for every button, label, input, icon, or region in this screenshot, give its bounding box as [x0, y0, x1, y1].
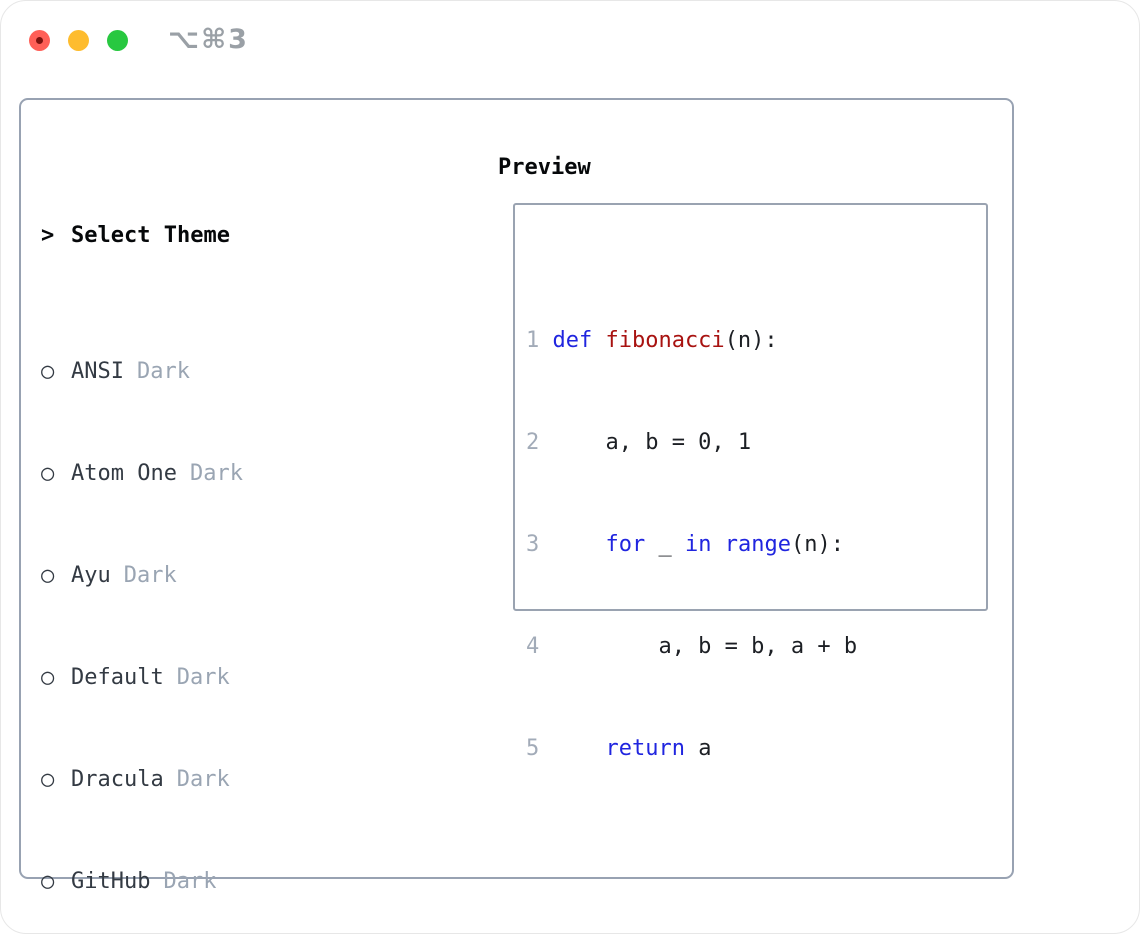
radio-unselected-icon: ○	[41, 767, 55, 792]
radio-unselected-icon: ○	[41, 563, 55, 588]
radio-unselected-icon: ○	[41, 869, 55, 894]
select-theme-title: Select Theme	[71, 223, 230, 248]
titlebar: ⌥⌘3	[29, 24, 249, 55]
theme-variant: Dark	[189, 461, 243, 486]
line-number: 1	[526, 328, 540, 353]
maximize-button[interactable]	[107, 29, 128, 51]
line-number: 2	[526, 430, 540, 455]
theme-variant: Dark	[176, 767, 230, 792]
theme-variant: Dark	[123, 563, 177, 588]
line-number: 3	[526, 532, 540, 557]
code-line: 4 a, b = b, a + b	[526, 630, 986, 664]
minimize-button[interactable]	[68, 29, 89, 51]
radio-unselected-icon: ○	[41, 461, 55, 486]
line-number: 4	[526, 634, 540, 659]
code-line: 5 return a	[526, 732, 986, 766]
window-title-shortcut: ⌥⌘3	[168, 24, 249, 55]
code-line: 2 a, b = 0, 1	[526, 426, 986, 460]
prompt-cursor-icon: >	[41, 223, 55, 248]
radio-unselected-icon: ○	[41, 359, 55, 384]
preview-title: Preview	[498, 155, 591, 180]
select-theme-header: > Select Theme	[41, 219, 412, 253]
theme-variant: Dark	[136, 359, 190, 384]
close-button[interactable]	[29, 29, 50, 51]
line-number: 5	[526, 736, 540, 761]
theme-variant: Dark	[163, 869, 217, 894]
code-line: 3 for _ in range(n):	[526, 528, 986, 562]
theme-variant: Dark	[176, 665, 230, 690]
radio-unselected-icon: ○	[41, 665, 55, 690]
close-dot-icon	[36, 36, 43, 44]
